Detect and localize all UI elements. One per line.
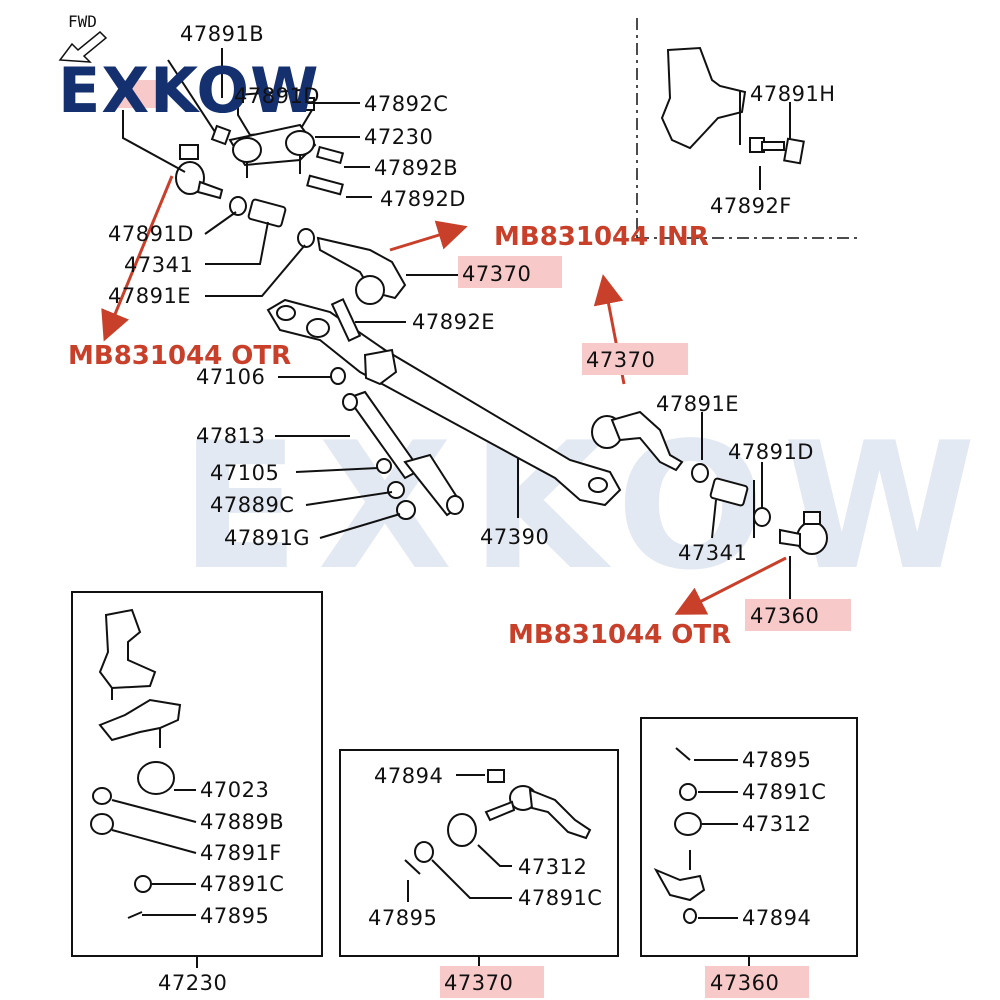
box3-label-47891C: 47891C [742, 780, 827, 804]
label-47889C: 47889C [210, 493, 295, 517]
box1-title: 47230 [158, 971, 228, 995]
highlight-47370-box [440, 966, 544, 998]
label-47370-mid: 47370 [586, 348, 656, 372]
idler-box-leaders [111, 789, 197, 919]
box2-label-47312: 47312 [518, 855, 588, 879]
detail-box-frames [71, 591, 858, 968]
highlight-47360-mid [745, 599, 851, 631]
label-47341-right: 47341 [678, 541, 748, 565]
box2-label-47895: 47895 [368, 906, 438, 930]
fwd-arrow-icon [58, 30, 108, 63]
bracket-icon [660, 46, 805, 165]
label-47892E: 47892E [412, 310, 496, 334]
watermark: EXKOW [180, 406, 995, 609]
outer-end-box-leaders [694, 759, 738, 919]
label-47892F: 47892F [710, 194, 792, 218]
label-47891H: 47891H [750, 82, 836, 106]
inner-tie-rod-end-right-icon [591, 410, 771, 527]
highlight-47360-box [705, 966, 809, 998]
box1-label-47891F: 47891F [200, 841, 282, 865]
label-47390: 47390 [480, 525, 550, 549]
box3-label-47894: 47894 [742, 906, 812, 930]
label-47891G: 47891G [224, 526, 311, 550]
highlight-47370-mid [582, 343, 688, 375]
box2-label-47894: 47894 [374, 764, 444, 788]
label-47230: 47230 [364, 125, 434, 149]
label-47105: 47105 [210, 461, 280, 485]
highlight-47370-top [458, 256, 562, 288]
label-47891D-right: 47891D [728, 440, 814, 464]
outer-end-box-parts-icon [653, 747, 706, 924]
section-divider [636, 18, 860, 239]
tierod-end-box-parts-icon [404, 769, 592, 875]
box2-label-47891C: 47891C [518, 886, 603, 910]
idler-arm-assembly-icon [210, 88, 345, 196]
label-47891E-right: 47891E [656, 392, 740, 416]
outer-tie-rod-end-right-icon [779, 511, 828, 555]
box3-label-47312: 47312 [742, 812, 812, 836]
box1-label-47891C: 47891C [200, 872, 285, 896]
box1-label-47895: 47895 [200, 904, 270, 928]
callout-arrows [101, 175, 787, 615]
adjusting-sleeve-left-icon [229, 196, 407, 305]
label-47813: 47813 [196, 424, 266, 448]
label-47106: 47106 [196, 365, 266, 389]
box3-label-47895: 47895 [742, 748, 812, 772]
leader-lines [122, 48, 791, 600]
brand-logo: EXKOW [58, 54, 320, 127]
highlight-logo-part [118, 80, 168, 108]
callout-inr: MB831044 INR [494, 222, 709, 252]
tierod-end-box-leaders [407, 774, 512, 902]
box1-label-47023: 47023 [200, 778, 270, 802]
box2-title: 47370 [444, 971, 514, 995]
box1-label-47889B: 47889B [200, 810, 285, 834]
label-47891E-left: 47891E [108, 284, 192, 308]
label-47891D-left: 47891D [108, 222, 194, 246]
idler-box-parts-icon [90, 608, 182, 893]
box3-title: 47360 [710, 971, 780, 995]
callout-otr-right: MB831044 OTR [508, 620, 732, 650]
label-47892B: 47892B [374, 156, 459, 180]
fwd-label: FWD [68, 12, 97, 31]
label-47891D-top: 47891D [234, 84, 320, 108]
center-link-icon [266, 298, 622, 507]
callout-otr-left: MB831044 OTR [68, 341, 292, 371]
label-47370-top: 47370 [462, 262, 532, 286]
label-47892D: 47892D [380, 187, 466, 211]
label-47360-mid: 47360 [750, 604, 820, 628]
label-47341-left: 47341 [124, 253, 194, 277]
label-47892C: 47892C [364, 92, 449, 116]
steering-damper-icon [330, 367, 464, 520]
label-47891B: 47891B [180, 22, 265, 46]
